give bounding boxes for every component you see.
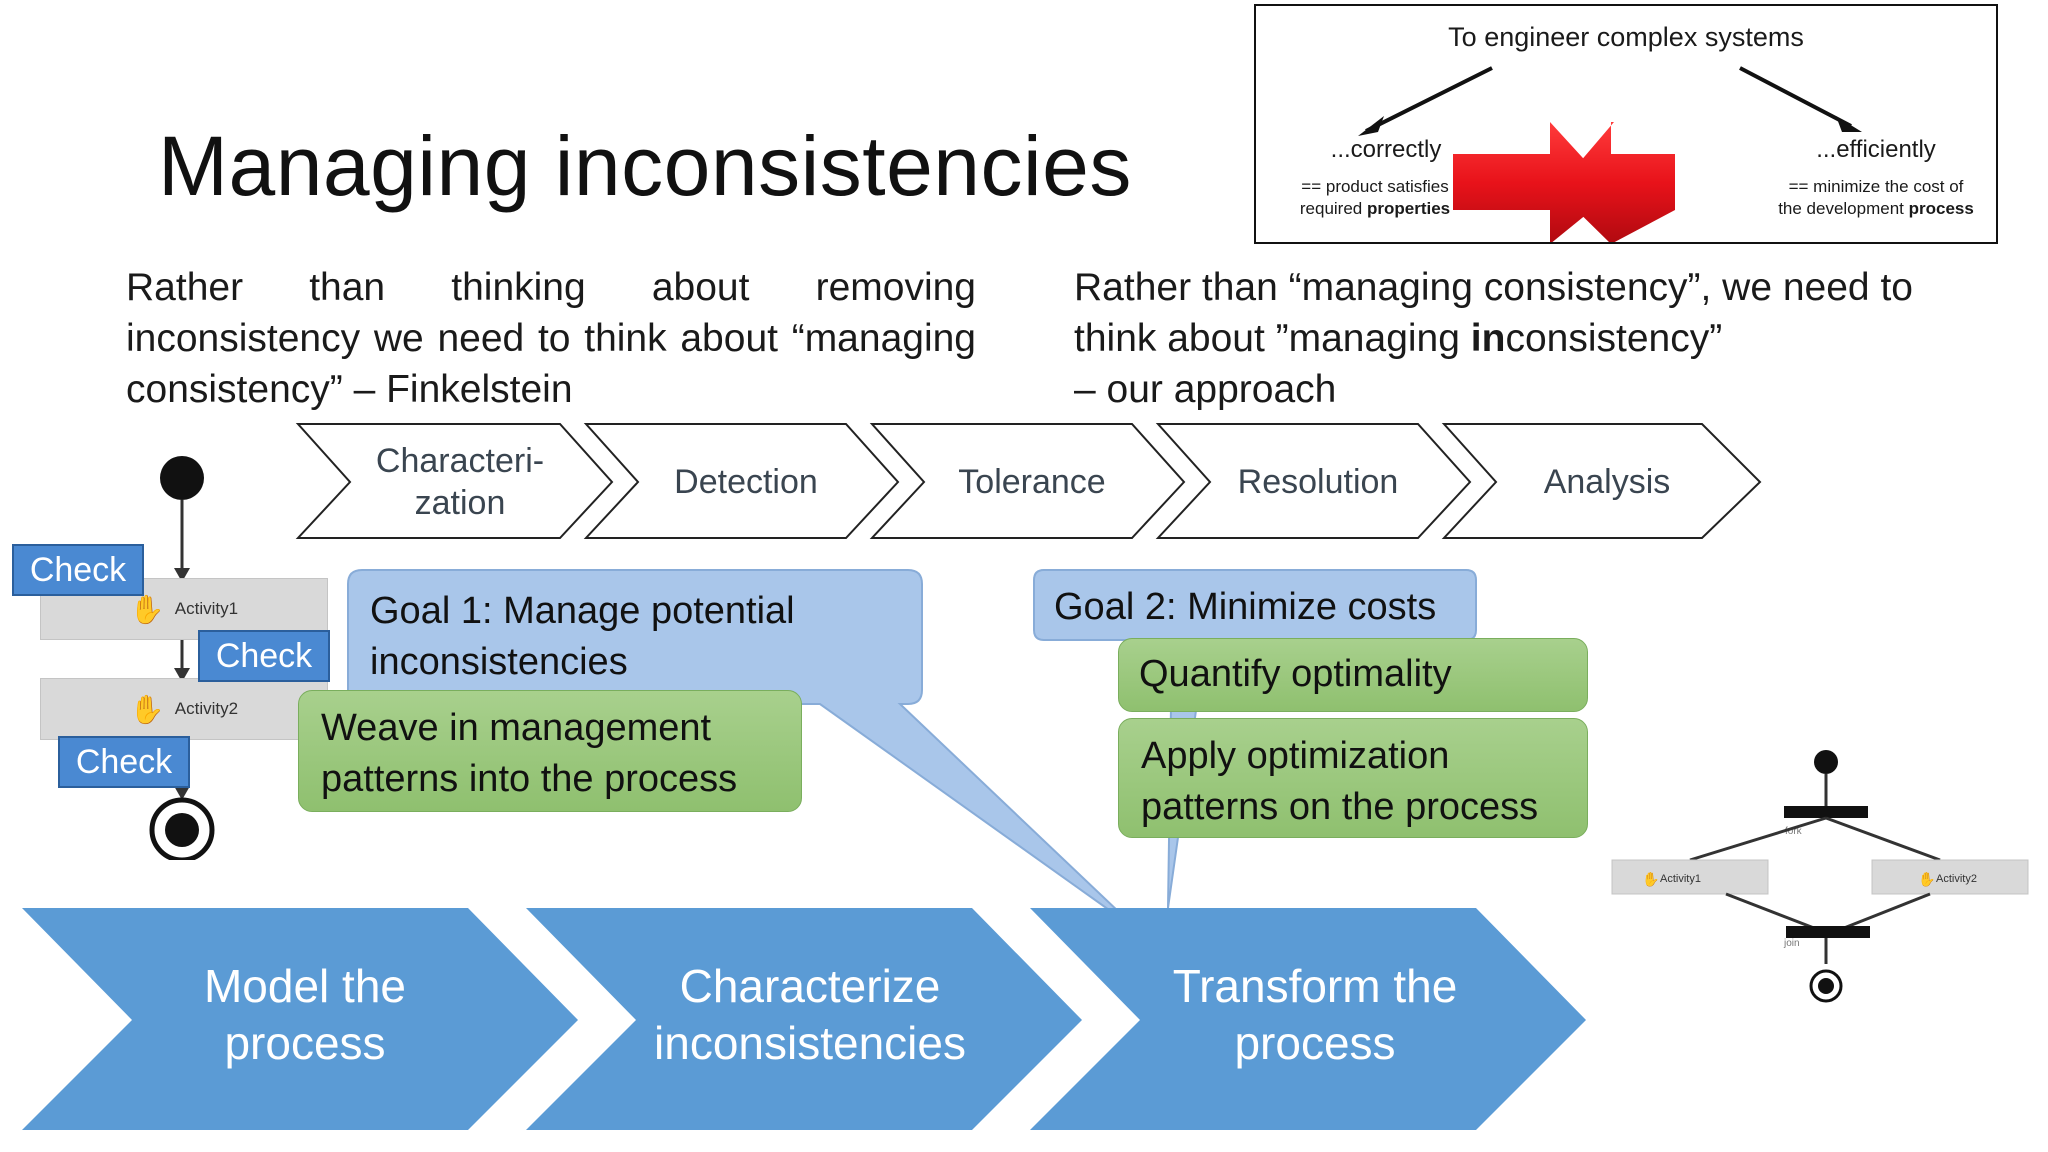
arrow-right-head bbox=[1836, 116, 1862, 132]
right-activity2 bbox=[1871, 859, 2029, 895]
activity2-label: Activity2 bbox=[174, 699, 239, 718]
weave-text: Weave in management patterns into the pr… bbox=[321, 707, 738, 800]
step-characterize-inconsistencies: Characterize inconsistencies bbox=[654, 960, 966, 1069]
correctly-sub-line1: == product satisfies bbox=[1301, 177, 1449, 196]
right-activity-diagram: fork Activity1 ✋ Activity2 ✋ join bbox=[1611, 750, 2029, 1003]
efficiently-label: ...efficiently bbox=[1816, 136, 1936, 163]
step-model-process: Model the process bbox=[203, 960, 406, 1069]
quantify-box: Quantify optimality bbox=[1118, 638, 1588, 712]
check-button-1[interactable]: Check bbox=[12, 544, 144, 596]
stage-resolution: Resolution bbox=[1237, 463, 1399, 501]
finkelstein-quote: Rather than thinking about removing inco… bbox=[126, 266, 976, 411]
arrow-left-head bbox=[1358, 116, 1384, 136]
stage-chevron-2 bbox=[583, 423, 900, 539]
hand-icon: ✋ bbox=[129, 593, 165, 625]
apply-text: Apply optimization patterns on the proce… bbox=[1141, 735, 1539, 828]
quantify-text: Quantify optimality bbox=[1139, 653, 1452, 695]
process-chevrons bbox=[22, 908, 1586, 1130]
stage-chevrons bbox=[295, 423, 1762, 539]
check-button-2[interactable]: Check bbox=[198, 630, 330, 682]
apply-box: Apply optimization patterns on the proce… bbox=[1118, 718, 1588, 838]
red-arrow-left bbox=[1556, 122, 1675, 242]
stage-chevron-1 bbox=[295, 423, 614, 539]
check-button-3[interactable]: Check bbox=[58, 736, 190, 788]
stage-chevron-5 bbox=[1441, 423, 1762, 539]
activity2-box: ✋ Activity2 bbox=[40, 678, 328, 740]
stage-characterization: Characteri- zation bbox=[375, 442, 545, 522]
efficiently-sub-line2: the development process bbox=[1778, 199, 1974, 218]
activity1-label: Activity1 bbox=[174, 599, 239, 618]
slide-title: Managing inconsistencies bbox=[158, 119, 1132, 213]
correctly-label: ...correctly bbox=[1330, 136, 1442, 163]
arrow-left-line bbox=[1365, 66, 1493, 133]
step-chevron-1 bbox=[22, 908, 578, 1130]
engineering-arrows bbox=[1358, 66, 1862, 242]
correctly-sub: == product satisfies required properties bbox=[1270, 176, 1480, 220]
red-arrow-right bbox=[1453, 122, 1614, 242]
step-transform-process: Transform the process bbox=[1172, 960, 1458, 1069]
engineering-goals-box: To engineer complex systems ...correctly… bbox=[1254, 4, 1998, 244]
join-bar bbox=[1786, 926, 1870, 938]
right-activity1-label: Activity1 bbox=[1660, 873, 1701, 885]
goal2-text: Goal 2: Minimize costs bbox=[1054, 586, 1437, 628]
goal1-text: Goal 1: Manage potential inconsistencies bbox=[370, 590, 795, 683]
stage-analysis: Analysis bbox=[1543, 463, 1671, 501]
hand-icon: ✋ bbox=[1918, 871, 1935, 887]
goal1-callout bbox=[347, 569, 1141, 933]
weave-box: Weave in management patterns into the pr… bbox=[298, 690, 802, 812]
engineering-heading: To engineer complex systems bbox=[1448, 22, 1804, 52]
right-activity1 bbox=[1611, 859, 1769, 895]
correctly-sub-line2: required properties bbox=[1299, 199, 1451, 218]
arrow-right-line bbox=[1739, 66, 1852, 128]
stage-chevron-3 bbox=[869, 423, 1186, 539]
fork-label: fork bbox=[1785, 826, 1803, 837]
stage-detection: Detection bbox=[674, 463, 818, 501]
hand-icon: ✋ bbox=[129, 693, 165, 725]
stage-tolerance: Tolerance bbox=[958, 463, 1106, 501]
stage-chevron-4 bbox=[1155, 423, 1472, 539]
efficiently-sub-line1: == minimize the cost of bbox=[1788, 177, 1964, 196]
right-activity2-label: Activity2 bbox=[1936, 873, 1977, 885]
step-chevron-2 bbox=[526, 908, 1082, 1130]
join-label: join bbox=[1783, 938, 1800, 949]
initial-node bbox=[1814, 750, 1838, 774]
our-approach-text: Rather than “managing consistency”, we n… bbox=[1074, 266, 1913, 411]
hand-icon: ✋ bbox=[1642, 871, 1659, 887]
efficiently-sub: == minimize the cost of the development … bbox=[1766, 176, 1986, 220]
fork-bar bbox=[1784, 806, 1868, 818]
step-chevron-3 bbox=[1030, 908, 1586, 1130]
initial-node bbox=[160, 456, 204, 500]
